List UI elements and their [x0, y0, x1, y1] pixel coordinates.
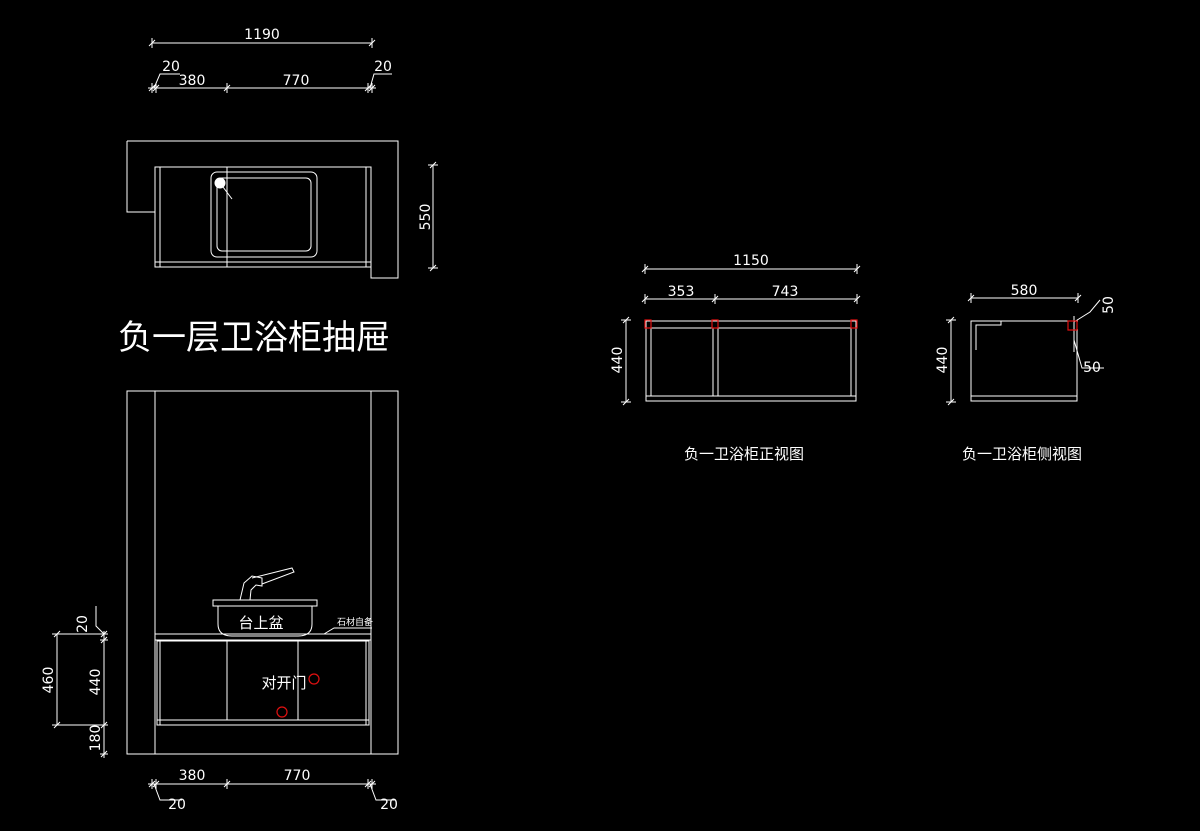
joint-marker: [712, 320, 718, 328]
side-view: [946, 293, 1104, 405]
front-dim-right-section: 743: [772, 284, 799, 300]
elevation-view: [52, 391, 398, 800]
front-dim-left-section: 353: [668, 284, 695, 300]
plan-dim-overall: 1190: [244, 27, 280, 43]
basin-label: 台上盆: [238, 614, 283, 632]
elev-dim-right-section: 770: [284, 768, 311, 784]
joint-marker: [645, 320, 651, 328]
elev-dim-left-section: 380: [179, 768, 206, 784]
front-dim-overall: 1150: [733, 253, 769, 269]
elev-dim-plinth-height: 180: [88, 725, 104, 752]
side-view-title: 负一卫浴柜侧视图: [962, 445, 1082, 463]
elev-dim-total-height: 460: [41, 667, 57, 694]
door-handle-marker: [277, 707, 287, 717]
plan-dim-right-gap: 20: [374, 59, 392, 75]
side-dim-lower-offset: 50: [1083, 360, 1101, 376]
elev-dim-left-gap: 20: [168, 797, 186, 813]
elev-dim-top-gap: 20: [75, 615, 91, 633]
plan-dim-left-section: 380: [179, 73, 206, 89]
side-dim-top-offset: 50: [1101, 296, 1117, 314]
edge-marker: [1068, 321, 1077, 330]
elev-dim-cabinet-height: 440: [88, 669, 104, 696]
plan-view: [127, 38, 438, 278]
front-view: [621, 264, 860, 405]
door-label: 对开门: [261, 674, 306, 692]
elev-dim-right-gap: 20: [380, 797, 398, 813]
stone-note: 石材自备: [337, 616, 373, 628]
plan-dim-right-section: 770: [283, 73, 310, 89]
front-view-title: 负一卫浴柜正视图: [684, 445, 804, 463]
door-handle-marker: [309, 674, 319, 684]
drawer-title: 负一层卫浴柜抽屉: [118, 318, 390, 358]
side-dim-depth: 580: [1011, 283, 1038, 299]
plan-dim-left-gap: 20: [162, 59, 180, 75]
plan-dim-depth: 550: [418, 204, 434, 231]
joint-marker: [851, 320, 857, 328]
front-dim-height: 440: [610, 347, 626, 374]
side-dim-height: 440: [935, 347, 951, 374]
